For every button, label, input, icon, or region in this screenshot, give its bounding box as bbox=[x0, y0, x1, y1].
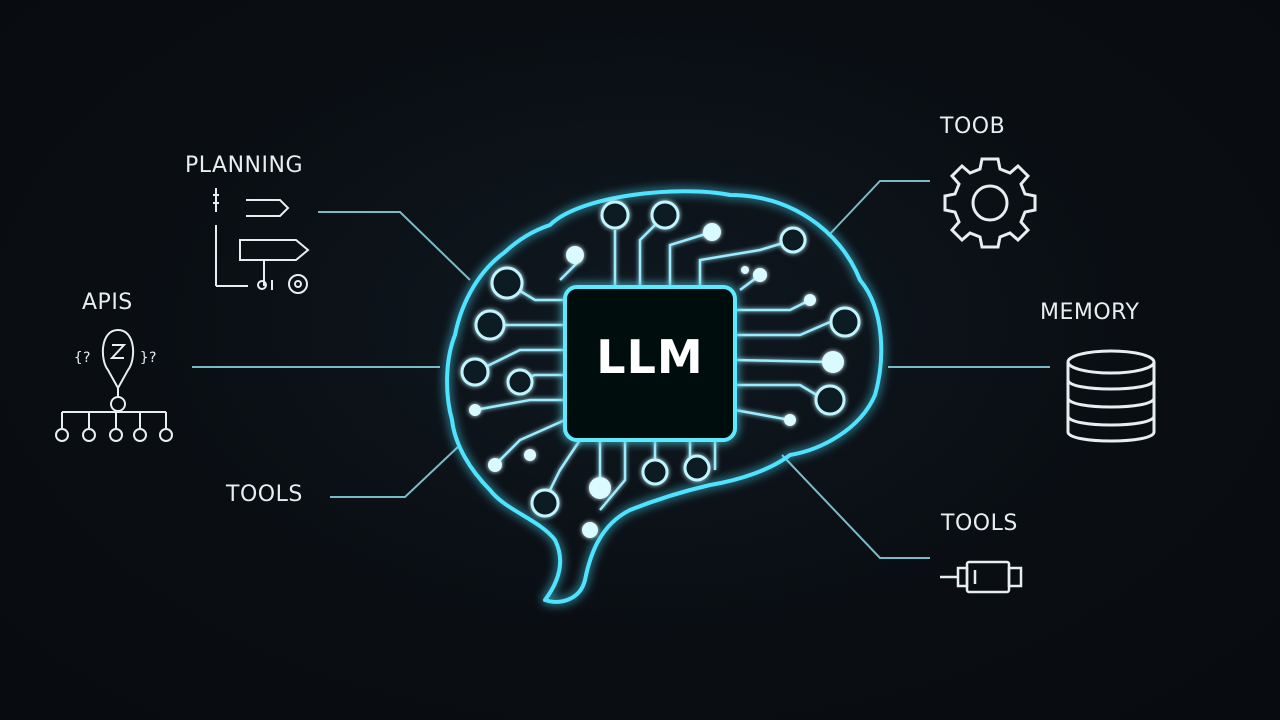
planning-label: PLANNING bbox=[185, 153, 303, 178]
database-icon bbox=[1066, 349, 1156, 443]
llm-label: LLM bbox=[596, 330, 704, 384]
connector-tools-left bbox=[330, 444, 461, 498]
llm-chip bbox=[563, 285, 737, 442]
plug-icon bbox=[940, 560, 1023, 594]
tools-left-label: TOOLS bbox=[226, 482, 303, 507]
brain-outline bbox=[445, 189, 884, 604]
flowchart-icon bbox=[213, 188, 310, 294]
svg-text:{?: {? bbox=[74, 350, 91, 366]
tools-right-label: TOOLS bbox=[941, 511, 1018, 536]
circuit-dots bbox=[469, 223, 844, 538]
apis-label: APIS bbox=[82, 290, 133, 315]
gear-icon bbox=[943, 157, 1037, 249]
memory-label: MEMORY bbox=[1040, 300, 1140, 325]
connector-planning bbox=[318, 211, 471, 281]
connector-lines bbox=[192, 180, 1050, 559]
svg-text:}?: }? bbox=[140, 350, 157, 366]
toob-label: TOOB bbox=[940, 114, 1006, 139]
circuit-nodes bbox=[460, 200, 861, 518]
api-tree-icon: {? }? bbox=[55, 328, 173, 442]
connector-toob bbox=[827, 180, 930, 237]
connector-tools-right bbox=[781, 454, 930, 559]
